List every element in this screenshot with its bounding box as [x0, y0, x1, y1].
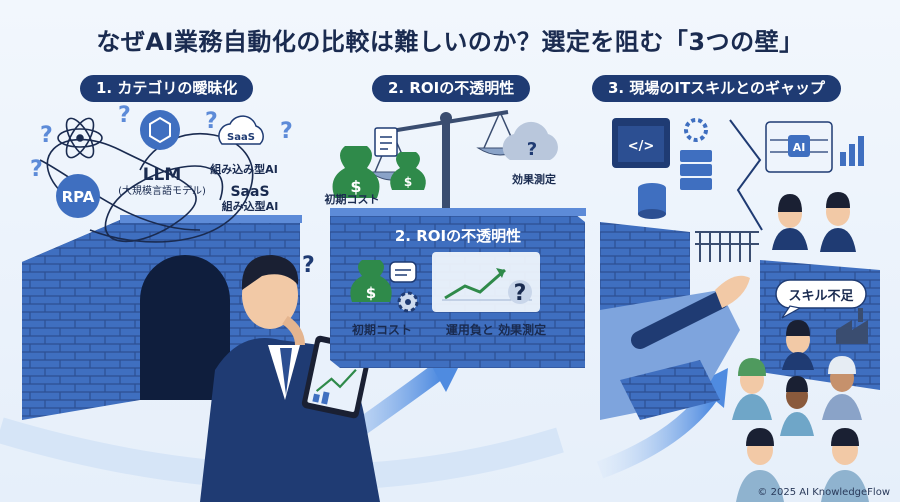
section-label-3: 3. 現場のITスキルとのギャップ [592, 75, 842, 102]
money-bag-icon: $ [332, 146, 380, 198]
worker-female [780, 376, 814, 436]
effect-measurement-label-top: 効果測定 [512, 172, 556, 186]
worker-helmet-1 [732, 358, 772, 420]
worker-group [732, 192, 869, 502]
database-icon [638, 183, 666, 219]
question-mark-icon: ? [302, 253, 315, 278]
question-mark-icon: ? [118, 103, 131, 128]
money-bag-wall-icon: $ [350, 260, 392, 302]
section-label-1: 1. カテゴリの曖昧化 [80, 75, 254, 102]
ai-network-icon: AI [765, 121, 833, 173]
question-mark-icon: ? [527, 139, 537, 160]
roi-wall-title: 2. ROIの不透明性 [395, 227, 521, 245]
skill-shortage-label: スキル不足 [788, 289, 854, 304]
saas-cloud-icon: SaaS [218, 115, 264, 145]
question-mark-icon: ? [30, 157, 43, 182]
worker-office [782, 320, 814, 370]
skill-bubble: スキル不足 [775, 279, 867, 319]
section-label-2: 2. ROIの不透明性 [372, 75, 531, 102]
initial-cost-label-top: 初期コスト [325, 192, 380, 206]
rpa-bubble: RPA [56, 174, 100, 218]
worker-front-2 [821, 428, 869, 502]
saas-badge-text: SaaS [227, 132, 255, 143]
document-icon [374, 127, 398, 157]
crack-line [729, 119, 763, 231]
dollar-sign: $ [350, 177, 361, 196]
money-bag-small-icon: $ [390, 152, 426, 190]
openai-icon [140, 110, 180, 150]
server-icon [680, 150, 712, 190]
svg-text:</>: </> [628, 139, 655, 154]
code-window-icon: </> [612, 118, 670, 168]
dollar-sign: $ [404, 175, 412, 189]
embedded-ai-label: 組み込み型AI [210, 162, 278, 176]
gear-icon [684, 118, 708, 142]
worker-headset-1 [772, 194, 808, 250]
question-mark-icon: ? [205, 109, 218, 134]
copyright-text: © 2025 AI KnowledgeFlow [757, 487, 890, 498]
rpa-label: RPA [62, 188, 95, 206]
dollar-sign: $ [366, 284, 376, 302]
chart-card: ? [432, 252, 540, 312]
saas-sublabel: 組み込型AI [222, 199, 279, 213]
worker-front-1 [736, 428, 784, 502]
arch-wall [22, 215, 302, 420]
operation-effect-label: 運用負と 効果測定 [446, 322, 546, 337]
question-mark-icon: ? [514, 281, 527, 306]
initial-cost-label: 初期コスト [352, 322, 412, 337]
question-mark-icon: ? [40, 123, 53, 148]
factory-icon [836, 308, 868, 344]
llm-label: LLM [143, 165, 182, 185]
question-cloud-icon: ? [502, 121, 558, 160]
llm-sublabel: (大規模言語モデル) [118, 184, 206, 197]
page-title: なぜAI業務自動化の比較は難しいのか？選定を阻む「3つの壁」 [96, 28, 804, 56]
saas-title: SaaS [230, 184, 269, 200]
gate-icon [695, 231, 759, 262]
bar-chart-icon [840, 136, 864, 166]
ai-chip-label: AI [793, 141, 806, 154]
chat-bubble-icon [389, 261, 417, 283]
reaching-arm [631, 275, 750, 349]
gear-icon [397, 291, 419, 313]
worker-headset-2 [820, 192, 856, 252]
question-mark-icon: ? [280, 119, 293, 144]
question-marks-1: ? ? ? ? ? ? [30, 103, 315, 278]
worker-helmet-2 [822, 356, 862, 420]
atom-icon [57, 117, 103, 159]
